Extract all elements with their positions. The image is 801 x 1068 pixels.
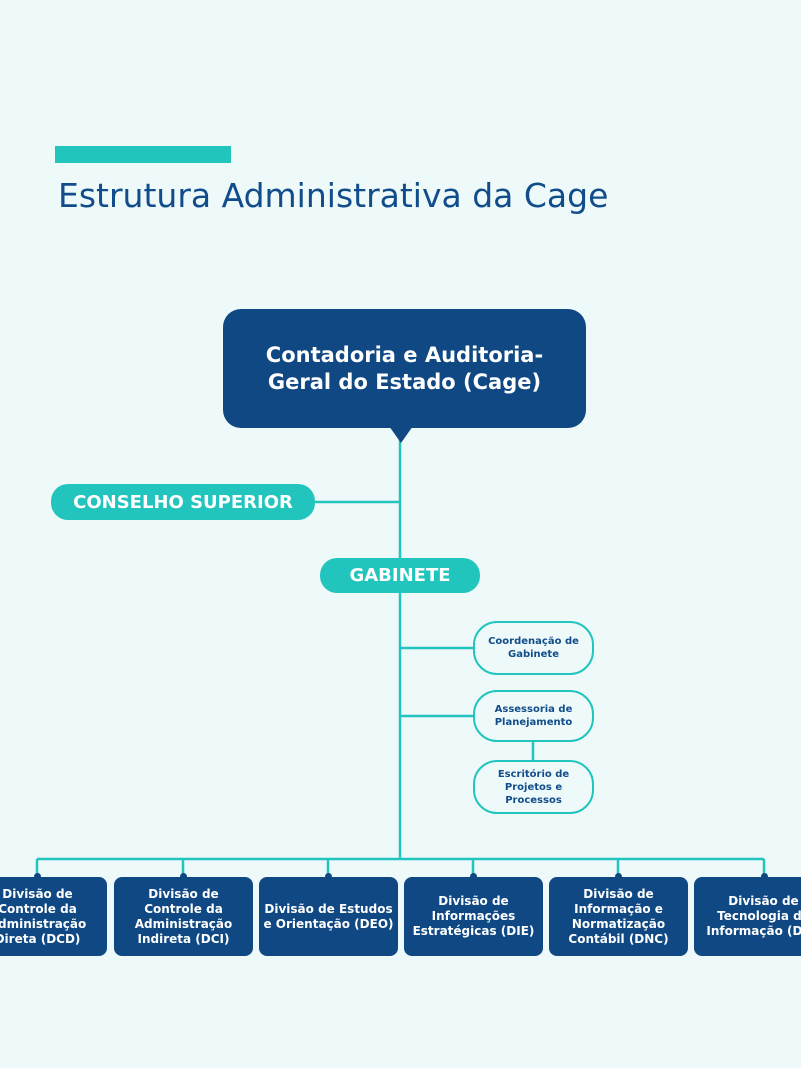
division-node-dci: Divisão de Controle da Administração Ind… — [114, 877, 253, 956]
escritorio-projetos-node: Escritório de Projetos e Processos — [473, 760, 594, 814]
page-title: Estrutura Administrativa da Cage — [58, 176, 609, 215]
div2-junction-dot — [180, 873, 187, 880]
div6-junction-dot — [761, 873, 768, 880]
coordenacao-gabinete-node: Coordenação de Gabinete — [473, 621, 594, 675]
division-node-deo: Divisão de Estudos e Orientação (DEO) — [259, 877, 398, 956]
conselho-superior-node: CONSELHO SUPERIOR — [51, 484, 315, 520]
division-node-die: Divisão de Informações Estratégicas (DIE… — [404, 877, 543, 956]
root-node-cage: Contadoria e Auditoria-Geral do Estado (… — [223, 309, 586, 428]
division-node-dti: Divisão de Tecnologia da Informação (DTI… — [694, 877, 801, 956]
root-node-pointer — [389, 426, 413, 443]
div4-junction-dot — [470, 873, 477, 880]
title-accent-bar — [55, 146, 231, 163]
div3-junction-dot — [325, 873, 332, 880]
assessoria-planejamento-node: Assessoria de Planejamento — [473, 690, 594, 742]
div1-junction-dot — [34, 873, 41, 880]
gabinete-node: GABINETE — [320, 558, 480, 593]
div5-junction-dot — [615, 873, 622, 880]
division-node-dcd: Divisão de Controle da Administração Dir… — [0, 877, 107, 956]
division-node-dnc: Divisão de Informação e Normatização Con… — [549, 877, 688, 956]
